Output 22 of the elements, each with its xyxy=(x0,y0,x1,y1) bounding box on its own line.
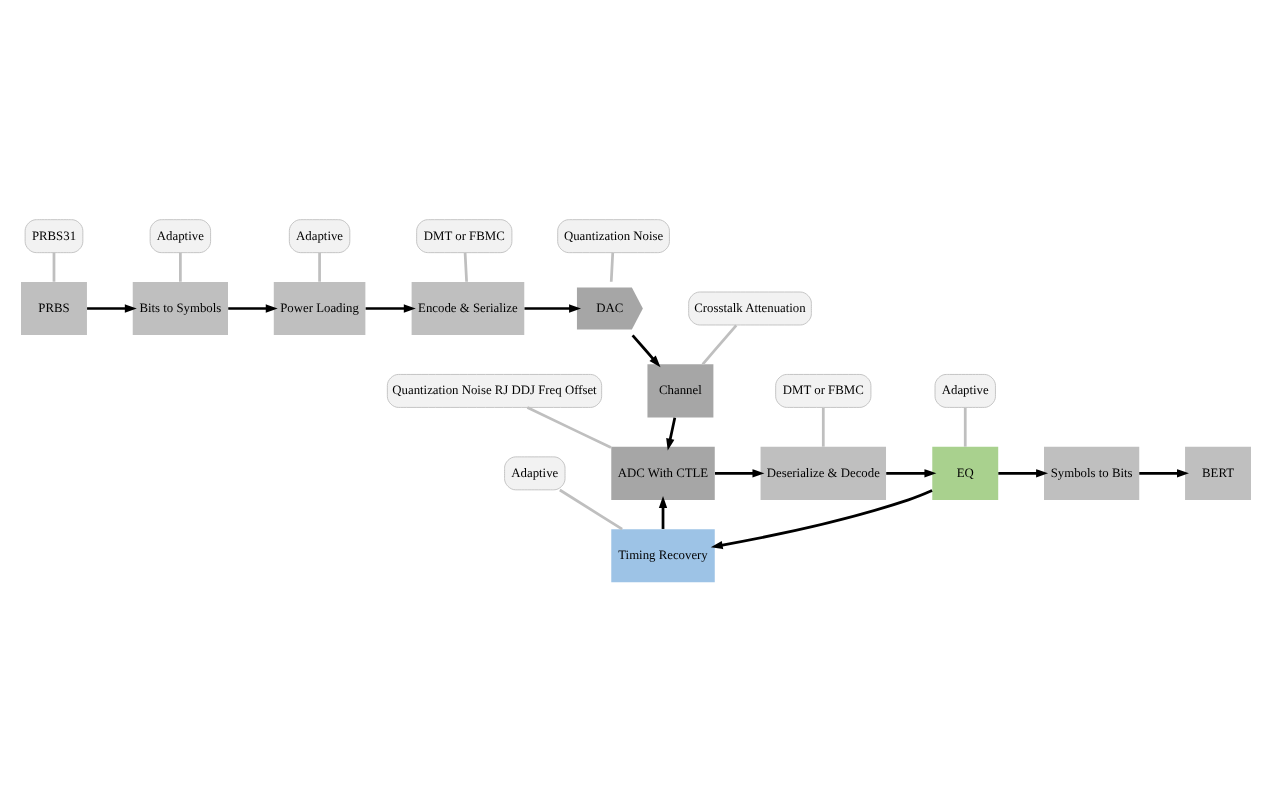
arrow xyxy=(710,489,933,550)
connector xyxy=(318,252,321,282)
connector xyxy=(52,252,56,282)
arrow xyxy=(715,469,765,478)
arrow xyxy=(1139,469,1189,478)
connector xyxy=(463,252,468,282)
arrow xyxy=(658,496,668,529)
arrow xyxy=(666,417,677,451)
arrow xyxy=(631,334,661,368)
connector xyxy=(559,488,623,531)
arrow xyxy=(228,304,278,313)
arrow xyxy=(87,304,137,313)
connector xyxy=(609,252,615,282)
connector xyxy=(179,252,182,282)
arrow xyxy=(886,469,937,478)
connector xyxy=(701,324,738,366)
arrow xyxy=(365,304,416,313)
connector xyxy=(963,407,967,447)
arrow xyxy=(524,304,582,313)
connector xyxy=(821,407,825,447)
arrow xyxy=(998,469,1049,478)
connector xyxy=(526,406,612,449)
